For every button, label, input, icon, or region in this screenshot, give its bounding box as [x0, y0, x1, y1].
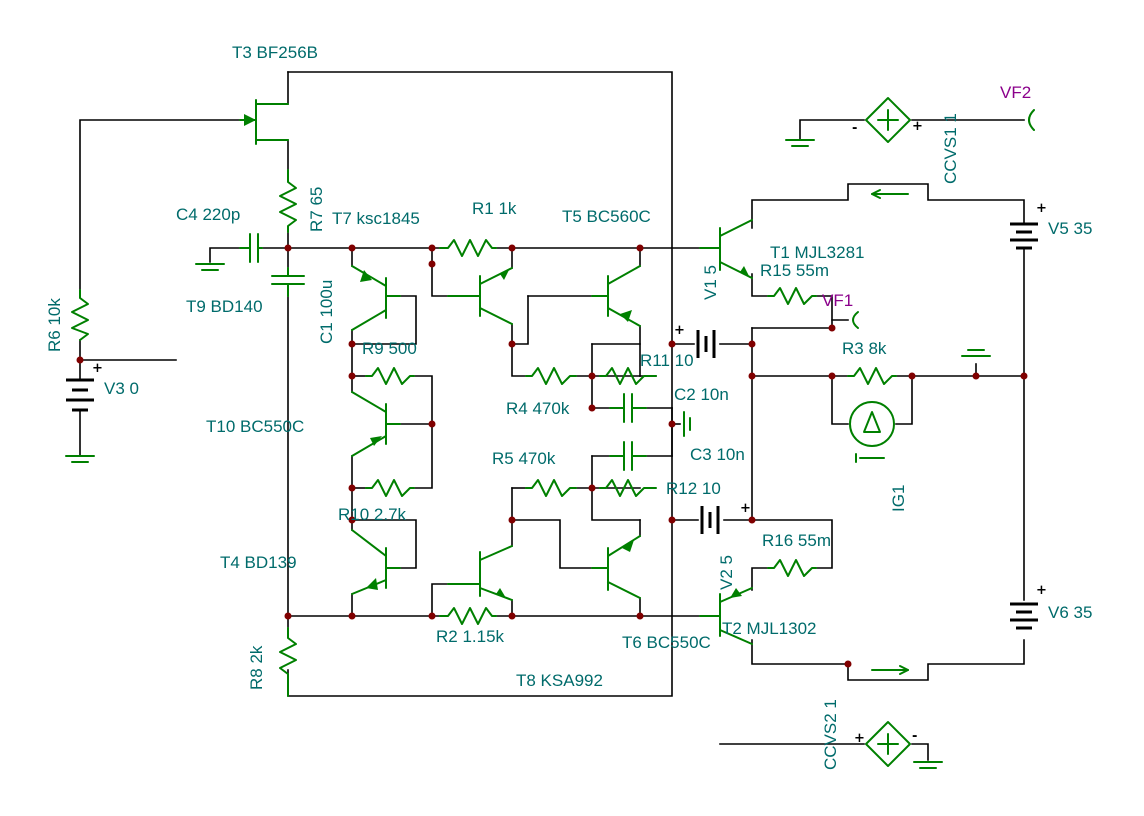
dc-voltage-source-icon[interactable]: +	[700, 501, 751, 534]
label-r15: R15 55m	[760, 261, 829, 280]
label-v6: V6 35	[1048, 603, 1092, 622]
label-r16: R16 55m	[762, 531, 831, 550]
dc-voltage-source-icon[interactable]: +	[1010, 583, 1047, 630]
label-v3: V3 0	[104, 379, 139, 398]
ground-icon	[961, 349, 991, 357]
resistor-icon[interactable]	[525, 479, 577, 497]
label-ccvs1: CCVS1 1	[941, 113, 960, 184]
label-vf2: VF2	[1000, 83, 1031, 102]
voltage-probe-icon[interactable]	[1028, 109, 1035, 131]
label-r9: R9 500	[362, 339, 417, 358]
label-t1: T1 MJL3281	[770, 243, 865, 262]
current-source-icon[interactable]	[849, 401, 895, 463]
label-v2: V2 5	[717, 555, 736, 590]
resistor-icon[interactable]	[767, 559, 817, 577]
resistor-icon[interactable]	[767, 287, 817, 305]
resistor-icon[interactable]	[71, 289, 89, 341]
label-t2: T2 MJL1302	[722, 619, 817, 638]
label-r5: R5 470k	[492, 449, 556, 468]
label-c1: C1 100u	[317, 280, 336, 344]
resistor-icon[interactable]	[279, 627, 297, 697]
svg-text:+: +	[1036, 201, 1047, 216]
label-t3: T3 BF256B	[232, 43, 318, 62]
label-r6: R6 10k	[45, 298, 64, 352]
label-t10: T10 BC550C	[206, 417, 304, 436]
ground-icon	[785, 139, 815, 147]
transistor-icon[interactable]	[351, 391, 401, 457]
label-c2: C2 10n	[674, 385, 729, 404]
transistor-icon[interactable]	[351, 265, 401, 331]
label-vf1: VF1	[822, 291, 853, 310]
label-r4: R4 470k	[506, 399, 570, 418]
transistor-icon[interactable]	[239, 99, 289, 145]
resistor-icon[interactable]	[365, 479, 415, 497]
svg-text:+: +	[1036, 583, 1047, 598]
junction-nodes	[76, 244, 1028, 668]
ground-icon	[65, 455, 95, 463]
transistor-icon[interactable]	[447, 545, 513, 601]
svg-text:+: +	[912, 119, 923, 134]
voltage-probe-icon[interactable]	[852, 311, 859, 329]
transistor-icon[interactable]	[699, 587, 753, 645]
label-r11: R11 10	[640, 351, 694, 370]
label-ig1: IG1	[889, 485, 908, 512]
label-r3: R3 8k	[842, 339, 887, 358]
dc-voltage-source-icon[interactable]: +	[1010, 201, 1047, 250]
resistor-icon[interactable]	[599, 367, 657, 385]
current-sense-arrow-icon	[871, 665, 909, 675]
controlled-source-diamond-icon[interactable]: + -	[854, 721, 917, 767]
label-t8: T8 KSA992	[516, 671, 603, 690]
capacitor-icon[interactable]	[609, 441, 647, 471]
resistor-icon[interactable]	[847, 367, 897, 385]
component-labels: T3 BF256B R7 65 C4 220p T7 ksc1845 R1 1k…	[45, 43, 1092, 770]
label-c4: C4 220p	[176, 205, 240, 224]
svg-text:-: -	[912, 729, 917, 744]
transistor-icon[interactable]	[591, 265, 641, 327]
transistor-icon[interactable]	[447, 267, 513, 325]
label-r2: R2 1.15k	[436, 627, 505, 646]
wires	[79, 71, 1025, 761]
label-t5: T5 BC560C	[562, 207, 651, 226]
transistor-icon[interactable]	[351, 529, 401, 595]
resistor-icon[interactable]	[365, 367, 415, 385]
ground-icon	[683, 411, 691, 437]
controlled-source-diamond-icon[interactable]: - +	[852, 97, 923, 143]
transistor-icon[interactable]	[591, 535, 641, 599]
label-t6: T6 BC550C	[622, 633, 711, 652]
current-sense-arrow-icon	[871, 189, 909, 199]
resistor-icon[interactable]	[439, 607, 497, 625]
svg-text:+: +	[854, 731, 865, 746]
dc-voltage-source-icon[interactable]: +	[674, 323, 716, 358]
label-t9: T9 BD140	[186, 297, 263, 316]
label-ccvs2: CCVS2 1	[821, 699, 840, 770]
capacitor-icon[interactable]	[609, 393, 647, 423]
label-v5: V5 35	[1048, 219, 1092, 238]
svg-text:+: +	[740, 501, 751, 516]
resistor-icon[interactable]	[599, 479, 657, 497]
transistor-icon[interactable]	[699, 219, 753, 279]
ground-icon	[913, 761, 943, 769]
capacitor-icon[interactable]	[239, 233, 263, 263]
label-t4: T4 BD139	[220, 553, 297, 572]
dc-voltage-source-icon[interactable]: +	[66, 361, 103, 412]
label-r1: R1 1k	[472, 199, 517, 218]
resistor-icon[interactable]	[279, 169, 297, 233]
ground-icon	[195, 263, 225, 271]
capacitor-icon[interactable]	[271, 267, 305, 297]
resistor-icon[interactable]	[525, 367, 577, 385]
label-r7: R7 65	[307, 187, 326, 232]
label-r12: R12 10	[666, 479, 721, 498]
label-c3: C3 10n	[690, 445, 745, 464]
label-r8: R8 2k	[247, 645, 266, 690]
label-t7: T7 ksc1845	[332, 209, 420, 228]
svg-text:-: -	[852, 121, 857, 136]
svg-text:+: +	[674, 323, 685, 338]
resistor-icon[interactable]	[439, 239, 497, 257]
svg-text:+: +	[92, 361, 103, 376]
label-v1: V1 5	[701, 265, 720, 300]
label-r10: R10 2.7k	[338, 505, 407, 524]
